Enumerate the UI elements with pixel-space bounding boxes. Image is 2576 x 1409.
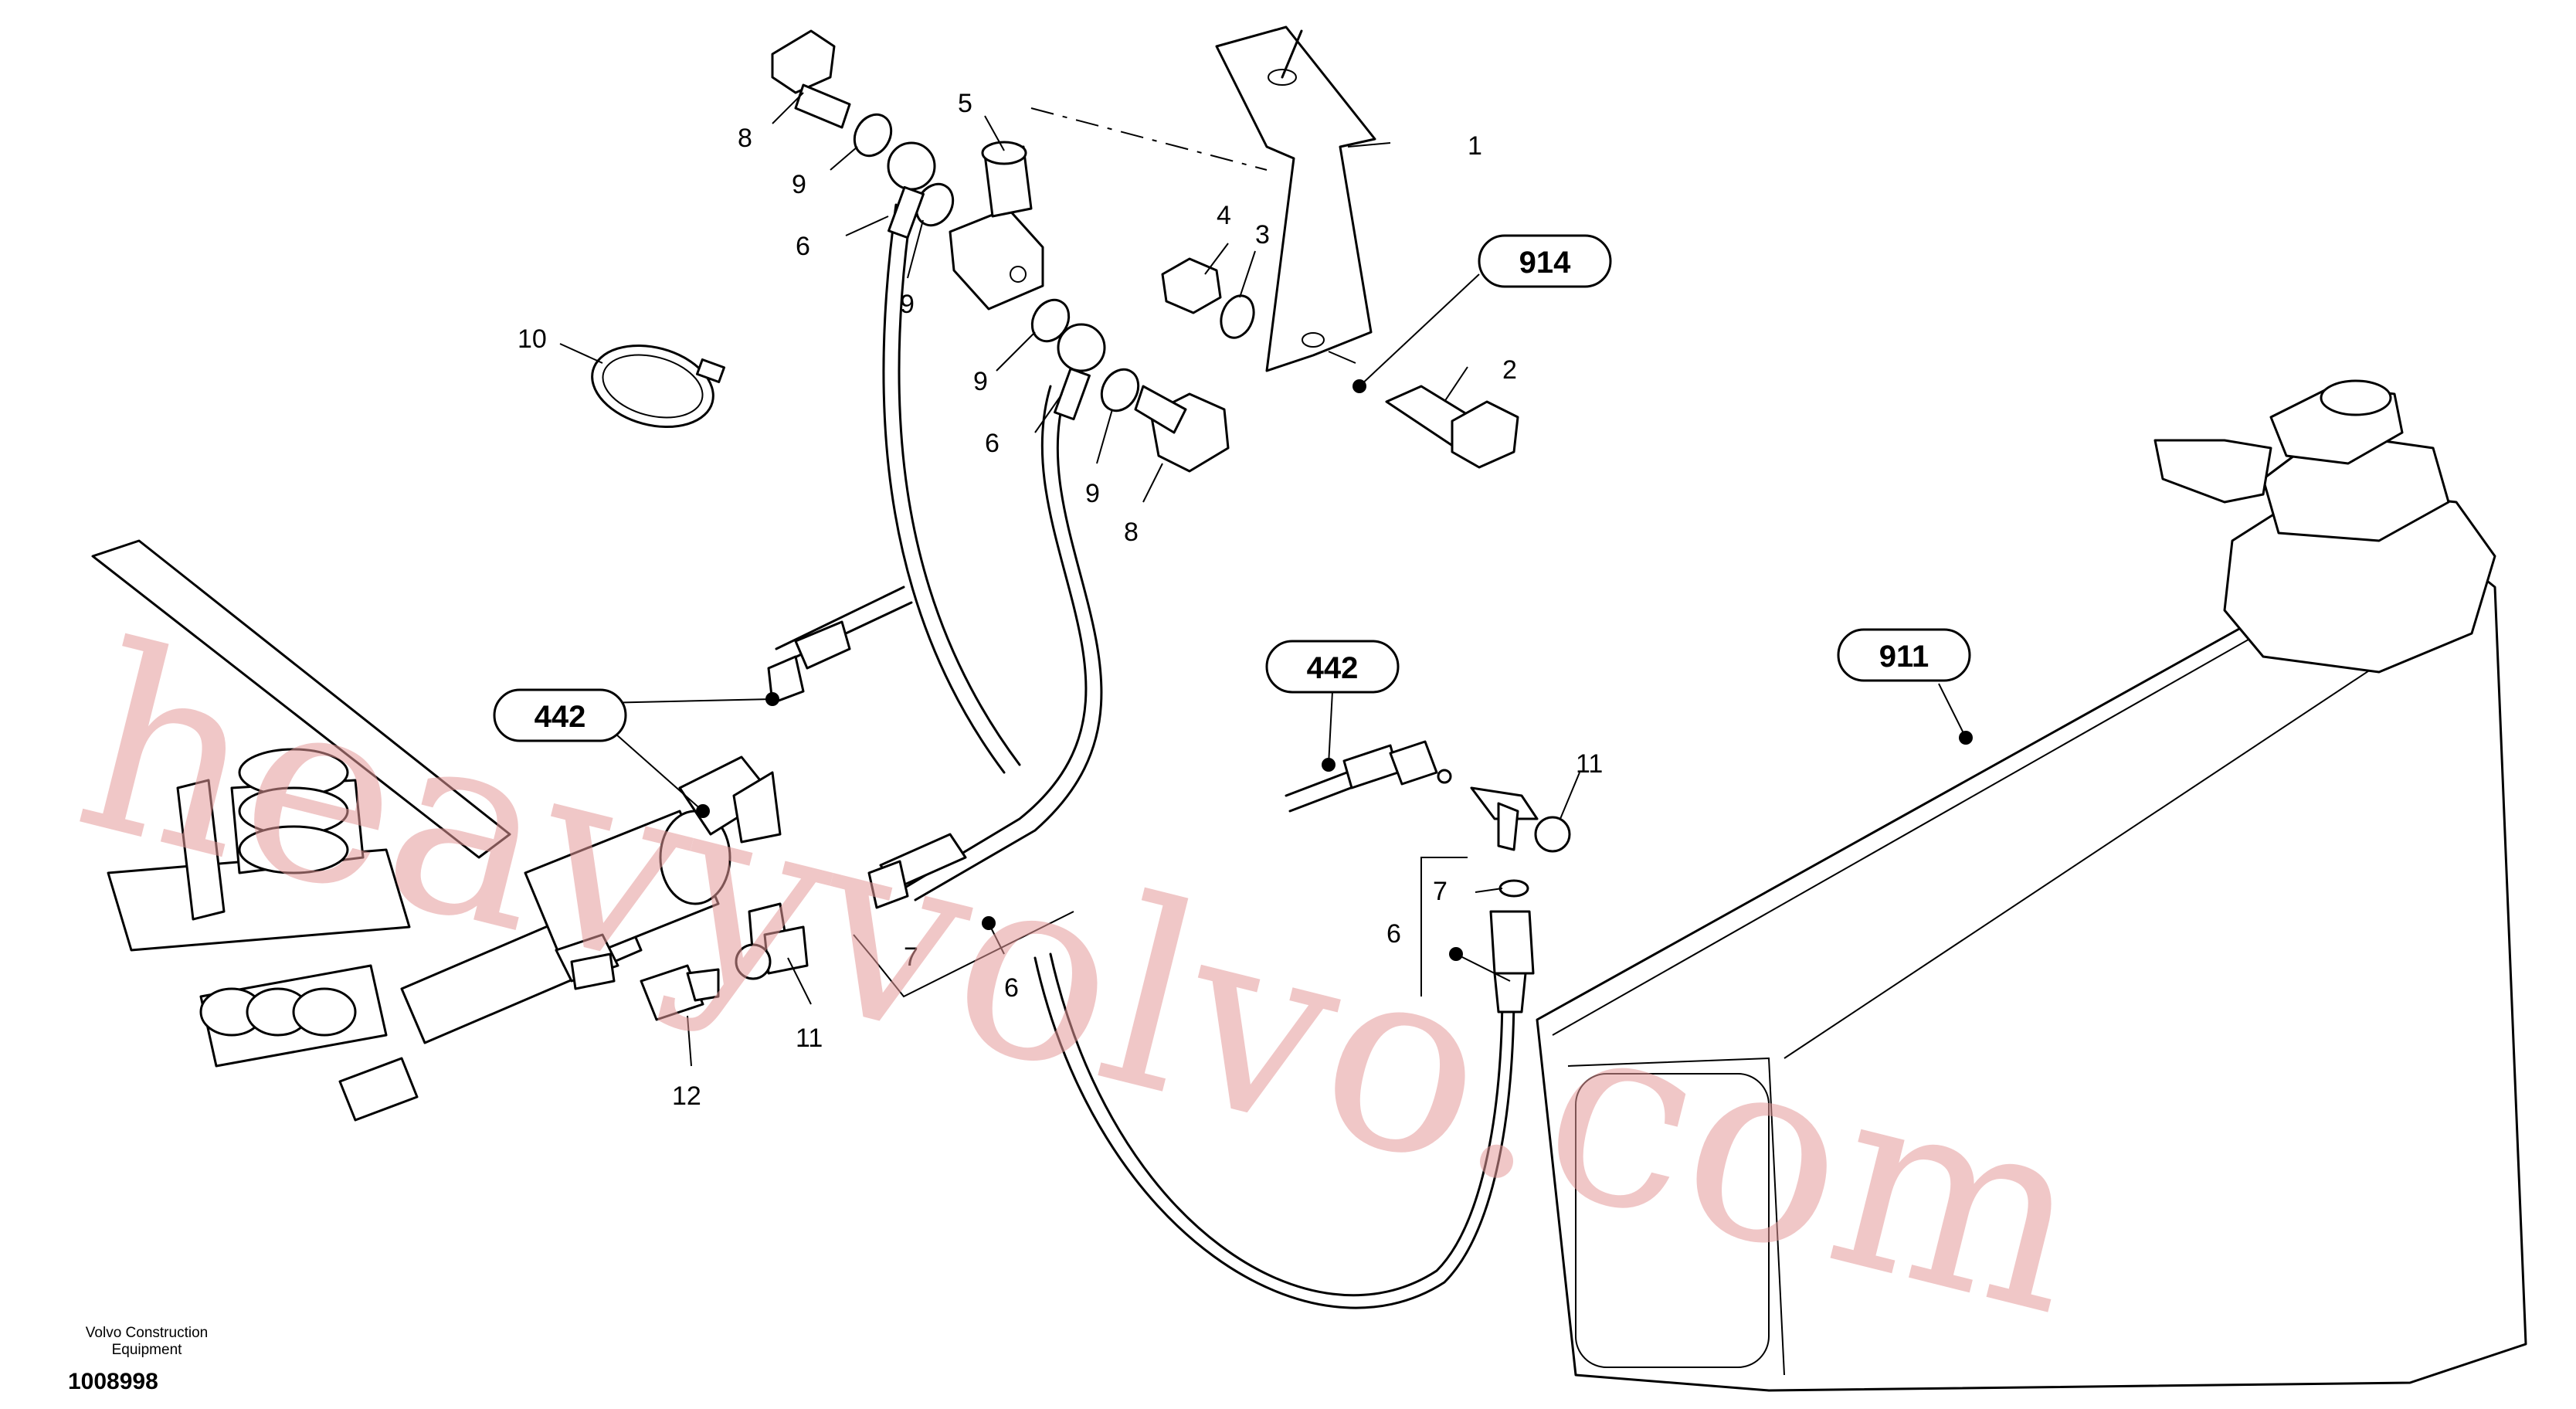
callout-9d: 9: [1085, 479, 1100, 508]
callout-8a: 8: [738, 124, 752, 153]
reference-442-left: 442: [493, 688, 627, 742]
bolt-part-2: [1385, 385, 1519, 469]
callout-3: 3: [1255, 220, 1270, 250]
banjo-bolt-upper: [771, 29, 851, 129]
bracket-part-1: [1215, 25, 1376, 372]
bracket-line-right: [1420, 857, 1468, 996]
callout-6d: 6: [1386, 919, 1401, 949]
reference-442-right: 442: [1265, 640, 1400, 694]
callout-5: 5: [958, 89, 972, 118]
right-hose-fittings: [1285, 740, 1571, 1013]
reference-914: 914: [1478, 234, 1612, 288]
callout-6b: 6: [985, 429, 1000, 458]
callout-10: 10: [518, 324, 547, 354]
callout-6a: 6: [796, 232, 810, 261]
callout-12: 12: [672, 1081, 701, 1111]
leader-lines: [559, 92, 1967, 1067]
bracket-line-left: [872, 911, 1074, 998]
drawing-number: 1008998: [68, 1369, 158, 1394]
reference-911: 911: [1837, 628, 1971, 682]
callout-numbers: 1 2 3 4 5 6 6 6 6 7 7 8 8 9 9 9 9 10 11 …: [518, 89, 1603, 1111]
callout-4: 4: [1217, 201, 1231, 230]
brand-line-1: Volvo Construction: [85, 1325, 209, 1341]
nut-part-4: [1161, 257, 1222, 314]
left-pedal-cylinder-assembly: [91, 539, 809, 1122]
callout-9a: 9: [792, 170, 806, 199]
callout-9c: 9: [973, 367, 988, 396]
washer-part-3: [1220, 294, 1255, 339]
callout-7a: 7: [904, 942, 918, 972]
reference-442-right-label: 442: [1307, 651, 1359, 685]
brand-label: Volvo Construction Equipment: [31, 1325, 263, 1359]
reference-442-left-label: 442: [535, 700, 586, 734]
callout-11b: 11: [796, 1024, 823, 1053]
callout-8b: 8: [1124, 518, 1139, 547]
hoses-part-6: [767, 141, 1515, 1309]
callout-1: 1: [1468, 131, 1482, 161]
leader-dots: [696, 379, 1973, 961]
reference-914-label: 914: [1519, 246, 1571, 280]
callout-9b: 9: [900, 290, 915, 319]
hose-clamp-part-10: [591, 344, 726, 429]
tank-part-911: [1536, 379, 2527, 1392]
callout-6c: 6: [1004, 973, 1019, 1003]
washers-part-9: [853, 113, 1140, 413]
callout-7b: 7: [1433, 877, 1448, 906]
connector-block-part-5: [949, 141, 1044, 311]
callout-11a: 11: [1576, 749, 1603, 779]
callout-2: 2: [1502, 355, 1517, 385]
reference-911-label: 911: [1879, 640, 1929, 674]
banjo-bolt-lower: [1134, 385, 1230, 473]
brand-line-2: Equipment: [111, 1342, 182, 1358]
